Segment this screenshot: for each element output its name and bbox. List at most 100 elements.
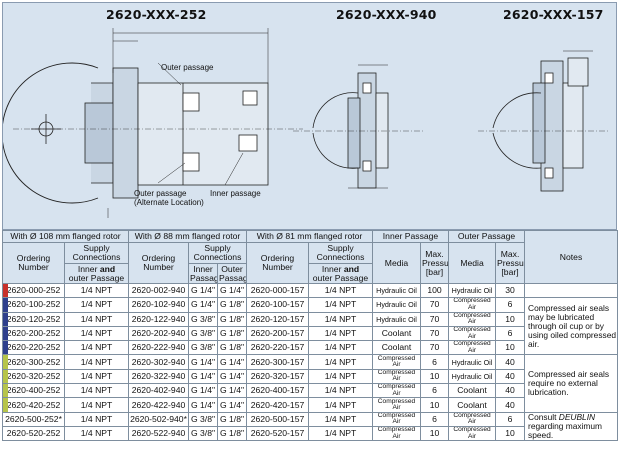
group-color-marker [3,398,8,412]
inner-max-pressure: 70 [419,340,450,356]
inner-connection-940: G 1/4" [188,282,218,299]
ordering-number-940: 2620-102-940 [128,297,189,313]
supply-connection-157: 1/4 NPT [308,397,373,413]
supply-connection-252: 1/4 NPT [64,325,129,342]
supply-connection-252: 1/4 NPT [64,411,129,427]
drawing-title-940: 2620-XXX-940 [336,7,437,22]
inner-max-pressure: 10 [419,368,450,385]
inner-media: Hydraulic Oil [372,282,421,299]
group-color-marker [3,284,8,297]
label-outer-passage: Outer passage [161,63,214,72]
header-outer-passage: Outer Passage [448,230,526,243]
group-color-marker [3,384,8,397]
header-outer-media: Media [448,242,497,284]
ordering-number-940: 2620-422-940 [128,397,189,413]
note-1: Compressed air seals may be lubricated t… [524,297,619,356]
header-outer-max-pressure: Max. Pressure [bar] [495,242,526,284]
header-inner-and-outer-252: Inner and outer Passage [64,263,129,284]
header-inner-and-outer-157: Inner and outer Passage [308,263,373,284]
supply-connection-157: 1/4 NPT [308,425,373,442]
inner-media: Compressed Air [372,397,421,413]
ordering-number-252: 2620-420-252 [2,397,65,413]
ordering-number-940: 2620-222-940 [128,340,189,356]
outer-max-pressure: 10 [495,311,526,327]
group-color-marker [3,356,8,369]
ordering-number-157: 2620-300-157 [246,354,309,370]
supply-connection-252: 1/4 NPT [64,354,129,370]
drawing-157 [478,50,608,192]
inner-media: Compressed Air [372,425,421,442]
header-rotor-81: With Ø 81 mm flanged rotor [246,230,373,243]
supply-connection-157: 1/4 NPT [308,311,373,327]
ordering-number-252: 2620-300-252 [2,354,65,370]
supply-connection-252: 1/4 NPT [64,383,129,399]
ordering-number-157: 2620-320-157 [246,368,309,385]
supply-connection-252: 1/4 NPT [64,311,129,327]
header-ordering-number-252: Ordering Number [2,242,65,284]
outer-connection-940: G 1/8" [217,311,247,327]
inner-media: Compressed Air [372,383,421,399]
label-outer-passage-alt: Outer passage [134,189,187,198]
ordering-number-157: 2620-220-157 [246,340,309,356]
outer-media: Compressed Air [448,340,497,356]
inner-max-pressure: 70 [419,311,450,327]
header-rotor-88: With Ø 88 mm flanged rotor [128,230,247,243]
outer-media: Hydraulic Oil [448,354,497,370]
outer-max-pressure: 10 [495,425,526,442]
ordering-number-252: 2620-200-252 [2,325,65,342]
outer-media: Compressed Air [448,297,497,313]
inner-max-pressure: 6 [419,354,450,370]
header-outer-940: Outer Passage [217,263,247,284]
outer-media: Hydraulic Oil [448,282,497,299]
supply-connection-157: 1/4 NPT [308,297,373,313]
drawing-940 [293,64,423,189]
note-2: Compressed air seals require no external… [524,354,619,413]
inner-media: Compressed Air [372,411,421,427]
inner-media: Hydraulic Oil [372,297,421,313]
ordering-number-157: 2620-420-157 [246,397,309,413]
ordering-number-940: 2620-402-940 [128,383,189,399]
ordering-number-252: 2620-320-252 [2,368,65,385]
header-supply-connections-157: Supply Connections [308,242,373,264]
inner-connection-940: G 3/8" [188,311,218,327]
inner-connection-940: G 3/8" [188,411,218,427]
inner-max-pressure: 70 [419,297,450,313]
header-inner-passage: Inner Passage [371,230,450,243]
inner-max-pressure: 10 [419,425,450,442]
inner-max-pressure: 10 [419,397,450,413]
header-inner-media: Media [372,242,421,284]
supply-connection-252: 1/4 NPT [64,340,129,356]
label-outer-passage-alt-location: (Alternate Location) [134,198,204,207]
drawing-illustrations [3,28,608,218]
supply-connection-157: 1/4 NPT [308,325,373,342]
ordering-number-157: 2620-520-157 [246,425,309,442]
ordering-number-940: 2620-202-940 [128,325,189,342]
header-ordering-number-157: Ordering Number [246,242,309,284]
header-supply-connections-940: Supply Connections [188,242,247,264]
inner-connection-940: G 1/4" [188,397,218,413]
ordering-number-252: 2620-400-252 [2,383,65,399]
outer-max-pressure: 30 [495,282,526,299]
outer-media: Coolant [448,383,497,399]
inner-connection-940: G 3/8" [188,325,218,342]
group-color-marker [3,341,8,354]
ordering-number-157: 2620-200-157 [246,325,309,342]
outer-max-pressure: 6 [495,411,526,427]
outer-max-pressure: 40 [495,368,526,385]
group-color-marker [3,370,8,383]
header-notes: Notes [524,230,619,284]
outer-connection-940: G 1/8" [217,297,247,313]
ordering-number-252: 2620-100-252 [2,297,65,313]
ordering-number-940: 2620-522-940 [128,425,189,442]
notes-empty [524,282,619,299]
ordering-number-252: 2620-520-252 [2,425,65,442]
